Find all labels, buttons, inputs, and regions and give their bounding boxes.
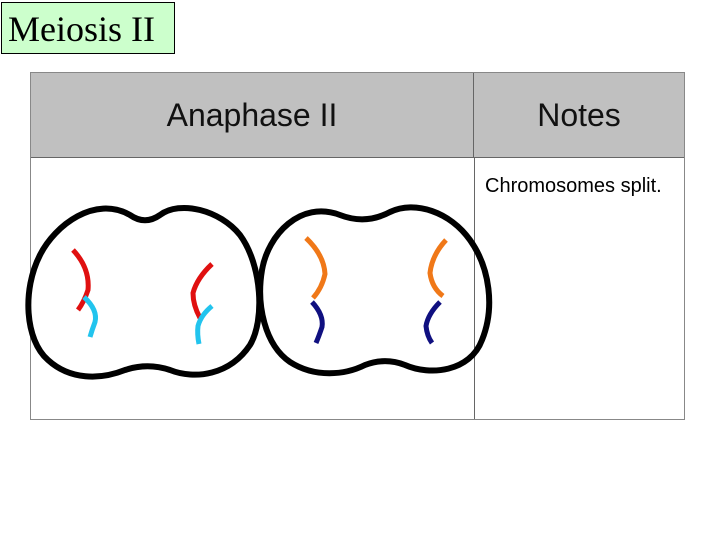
chromosome-red-2 bbox=[190, 262, 214, 320]
header-divider bbox=[31, 157, 684, 158]
cell-outline-right bbox=[257, 204, 493, 377]
slide-title: Meiosis II bbox=[1, 2, 175, 54]
cell-outline-left bbox=[25, 204, 263, 380]
anaphase-table: Anaphase II Notes Chromosomes split. bbox=[30, 72, 685, 420]
notes-text: Chromosomes split. bbox=[485, 175, 662, 197]
header-anaphase: Anaphase II bbox=[31, 73, 474, 157]
chromosome-light-blue-1 bbox=[82, 295, 98, 338]
chromosome-navy-2 bbox=[423, 300, 442, 345]
chromosome-orange-1 bbox=[304, 236, 328, 300]
chromosome-red-1 bbox=[71, 248, 91, 312]
column-divider bbox=[474, 157, 475, 419]
chromosome-orange-2 bbox=[427, 238, 448, 299]
chromosome-light-blue-2 bbox=[195, 304, 214, 345]
header-notes: Notes bbox=[474, 73, 684, 157]
chromosome-navy-1 bbox=[310, 300, 325, 344]
